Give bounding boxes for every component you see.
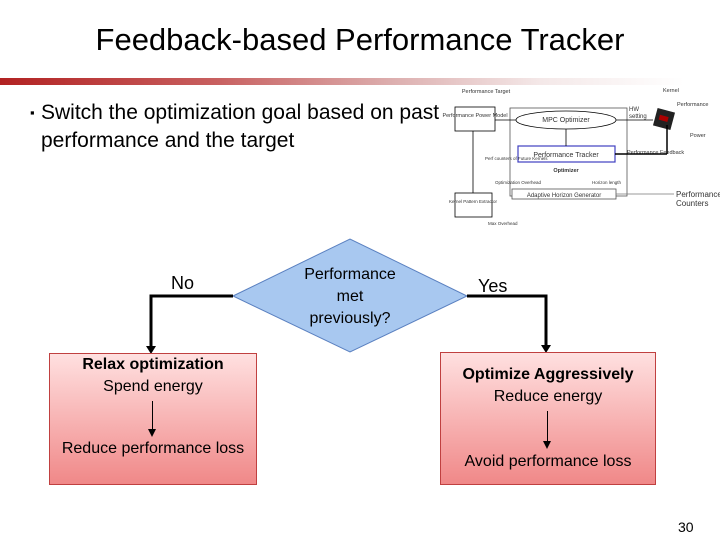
decision-text: Performance met previously? xyxy=(280,264,420,330)
performance-feedback-label: Performance Feedback xyxy=(627,150,684,156)
perf-power-model-label: Performance Power Model xyxy=(442,113,507,119)
box-line: Reduce energy xyxy=(493,388,603,405)
box-line: Spend energy xyxy=(103,378,203,395)
slide-title: Feedback-based Performance Tracker xyxy=(95,22,625,57)
optimization-overhead-label: Optimization Overhead xyxy=(495,180,542,185)
bullet-text: Switch the optimization goal based on pa… xyxy=(41,101,440,152)
down-arrow-icon xyxy=(441,408,655,451)
no-connector xyxy=(149,294,233,348)
optimizer-label: Optimizer xyxy=(553,168,579,174)
page-number: 30 xyxy=(678,519,694,535)
title-divider-bar xyxy=(0,78,720,85)
bullet-point: ▪ Switch the optimization goal based on … xyxy=(30,99,441,155)
decision-line: Performance xyxy=(304,266,396,283)
box-title: Relax optimization xyxy=(82,356,224,373)
yes-label: Yes xyxy=(478,276,508,296)
box-line: Reduce performance loss xyxy=(61,440,245,457)
down-arrow-icon xyxy=(50,398,256,438)
horizon-length-label: Horizon length xyxy=(592,180,622,185)
box-title: Optimize Aggressively xyxy=(462,366,634,383)
max-overhead-label: Max Overhead xyxy=(488,221,518,226)
power-label: Power xyxy=(690,133,706,139)
performance-target-label: Performance Target xyxy=(462,89,511,95)
box-line: Avoid performance loss xyxy=(464,453,632,470)
decision-line: previously? xyxy=(309,310,391,327)
yes-arrowhead xyxy=(541,345,551,353)
relax-optimization-box: Relax optimization Spend energy Reduce p… xyxy=(49,353,257,485)
yes-connector xyxy=(467,294,548,347)
square-bullet-icon: ▪ xyxy=(30,105,35,120)
hw-setting-label: HW setting xyxy=(629,107,647,120)
kernel-label: Kernel xyxy=(663,88,679,94)
performance-tracker-label: Performance Tracker xyxy=(533,152,599,159)
performance-label: Performance xyxy=(677,102,709,108)
kernel-pattern-box xyxy=(454,192,493,218)
no-arrowhead xyxy=(146,346,156,354)
optimize-aggressively-box: Optimize Aggressively Reduce energy Avoi… xyxy=(440,352,656,485)
performance-counters-label: Performance Counters xyxy=(676,190,720,208)
decision-line: met xyxy=(336,288,364,305)
no-label: No xyxy=(171,273,195,293)
perf-power-model-box xyxy=(454,106,496,132)
perf-counters-future-label: Perf counters of Future Kernels xyxy=(485,156,548,161)
mpc-optimizer-label: MPC Optimizer xyxy=(542,117,590,124)
kernel-pattern-label: Kernel Pattern Extractor xyxy=(449,199,498,204)
adaptive-horizon-label: Adaptive Horizon Generator xyxy=(527,193,601,199)
